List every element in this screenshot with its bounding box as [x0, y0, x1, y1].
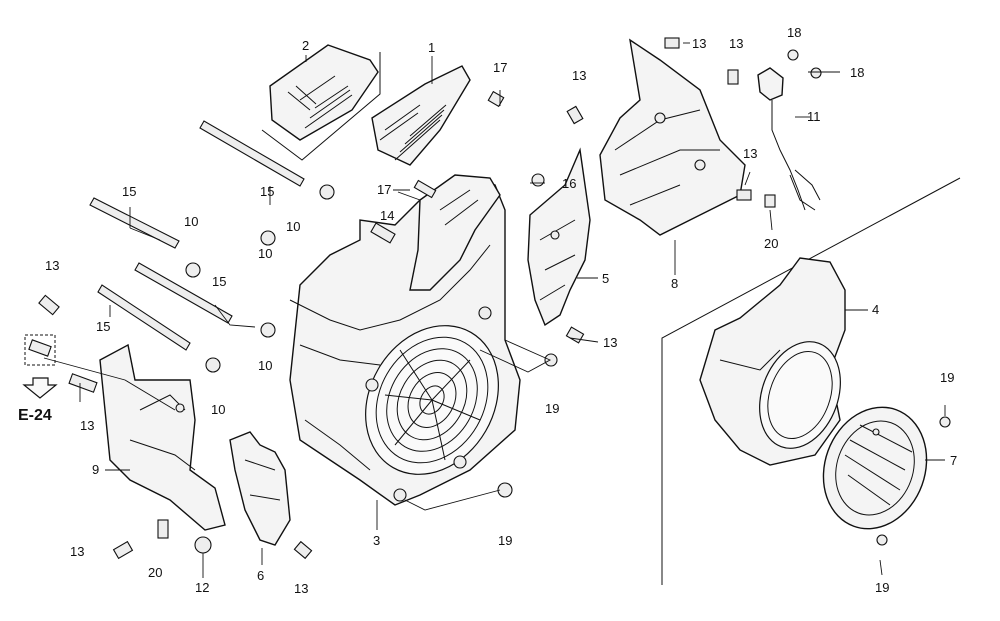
- callout-13-i: 13: [743, 146, 757, 161]
- callout-13-a: 13: [45, 258, 59, 273]
- callout-20-a: 20: [148, 565, 162, 580]
- callout-4: 4: [872, 302, 879, 317]
- part-6-side-plate: [229, 431, 291, 546]
- callout-20-b: 20: [764, 236, 778, 251]
- part-1-shroud-cover: [371, 65, 471, 166]
- inset-frame: [661, 177, 961, 585]
- part-5-side-plate: [527, 147, 591, 327]
- part-7-starter-cover: [822, 406, 928, 530]
- callout-10-b: 10: [286, 219, 300, 234]
- bolts: [28, 37, 776, 560]
- callout-5: 5: [602, 271, 609, 286]
- callout-13-b: 13: [80, 418, 94, 433]
- callout-13-h: 13: [729, 36, 743, 51]
- leader-lines: [43, 42, 946, 578]
- callout-15-a: 15: [260, 184, 274, 199]
- callout-11: 11: [807, 109, 821, 124]
- callout-19-b: 19: [498, 533, 512, 548]
- part-8-head-shroud: [599, 38, 746, 236]
- callout-7: 7: [950, 453, 957, 468]
- part-3-fan-shroud: [289, 174, 521, 506]
- callout-13-e: 13: [572, 68, 586, 83]
- callout-6: 6: [257, 568, 264, 583]
- part-2-shroud-cover: [261, 44, 381, 161]
- callout-18-b: 18: [850, 65, 864, 80]
- callout-13-f: 13: [603, 335, 617, 350]
- callout-14: 14: [380, 208, 394, 223]
- callout-10-d: 10: [258, 358, 272, 373]
- callout-1: 1: [428, 40, 435, 55]
- callout-10-e: 10: [211, 402, 225, 417]
- reference-arrow: E-24: [18, 334, 58, 424]
- callout-10-c: 10: [258, 246, 272, 261]
- callout-13-d: 13: [294, 581, 308, 596]
- part-9-bracket: [99, 343, 226, 531]
- callout-13-g: 13: [692, 36, 706, 51]
- callout-3: 3: [373, 533, 380, 548]
- callout-19-a: 19: [545, 401, 559, 416]
- callout-19-d: 19: [875, 580, 889, 595]
- callout-15-c: 15: [212, 274, 226, 289]
- callout-17-b: 17: [377, 182, 391, 197]
- nuts: [185, 49, 951, 554]
- callout-15-b: 15: [122, 184, 136, 199]
- callout-17-a: 17: [493, 60, 507, 75]
- part-4-fan-shroud: [699, 257, 846, 466]
- callout-18-a: 18: [787, 25, 801, 40]
- callout-9: 9: [92, 462, 99, 477]
- part-11-wire-clip: [757, 67, 821, 211]
- callout-12: 12: [195, 580, 209, 595]
- callout-19-c: 19: [940, 370, 954, 385]
- callout-8: 8: [671, 276, 678, 291]
- studs-15: [89, 120, 305, 351]
- callout-2: 2: [302, 38, 309, 53]
- callout-10-a: 10: [184, 214, 198, 229]
- callout-16: 16: [562, 176, 576, 191]
- reference-label: E-24: [18, 407, 52, 424]
- callout-13-c: 13: [70, 544, 84, 559]
- callout-15-d: 15: [96, 319, 110, 334]
